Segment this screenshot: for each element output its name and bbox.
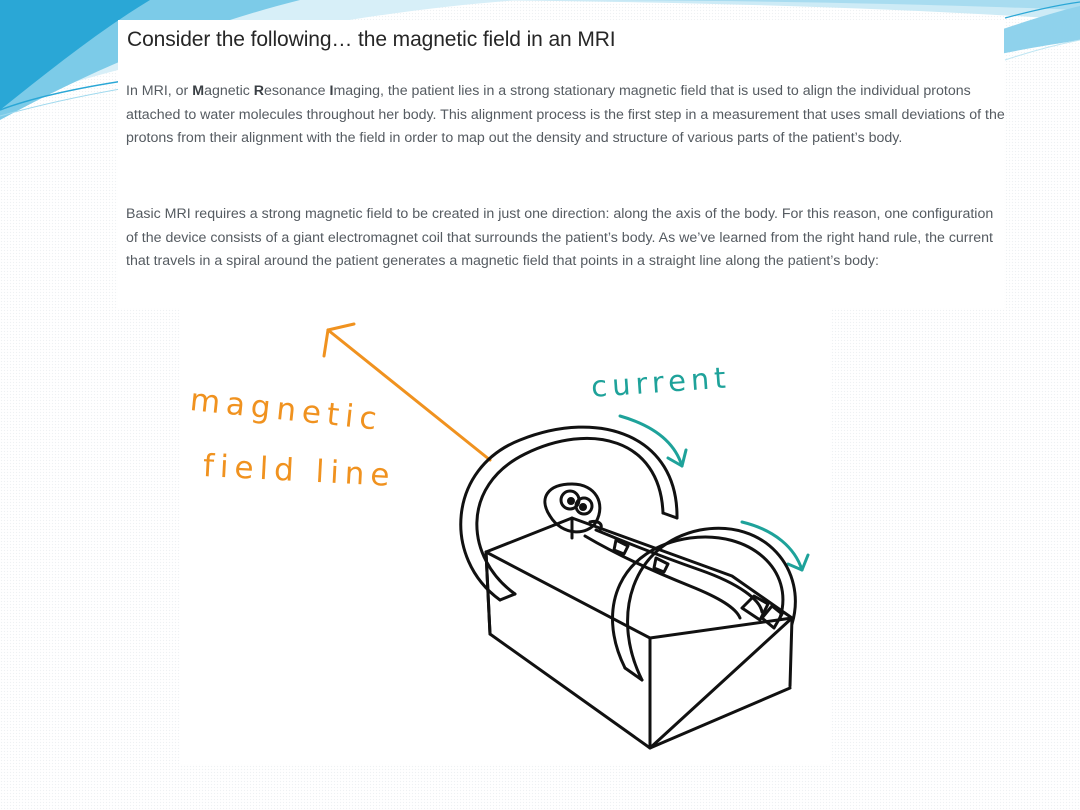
intro-text-part-1: In MRI, or (126, 83, 193, 99)
intro-bold-r: R (253, 83, 265, 99)
intro-paragraph: In MRI, or Magnetic Resonance Imaging, t… (126, 80, 1006, 151)
intro-text-part-2: agnetic (204, 83, 254, 99)
intro-text-part-3: esonance (264, 83, 330, 99)
mri-figure: magnetic field line current (180, 308, 830, 764)
basic-mri-paragraph: Basic MRI requires a strong magnetic fie… (126, 206, 994, 270)
slide-title: Consider the following… the magnetic fie… (127, 28, 616, 51)
intro-text-part-4: maging, the patient lies in a strong sta… (126, 83, 1005, 147)
intro-bold-m: M (192, 83, 205, 99)
mri-drawing (322, 322, 810, 750)
text-panel: Consider the following… the magnetic fie… (118, 20, 1006, 308)
intro-bold-i: I (329, 83, 334, 99)
